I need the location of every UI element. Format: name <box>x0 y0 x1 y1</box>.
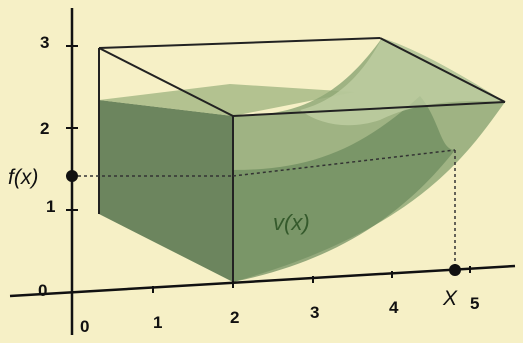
y-tick-label-2: 2 <box>40 119 49 138</box>
x-dot <box>449 264 461 276</box>
solid-top-face <box>99 84 355 116</box>
bounding-box <box>98 37 506 282</box>
y-axis-ticks <box>66 45 78 211</box>
x-tick-label-1: 1 <box>153 313 162 332</box>
fx-label: f(x) <box>8 166 38 189</box>
y-tick-label-1: 1 <box>46 197 55 216</box>
y-tick-label-0: 0 <box>38 281 47 300</box>
x-tick-label-3: 3 <box>310 303 319 322</box>
volume-label: v(x) <box>273 210 310 235</box>
solid-shadow-region <box>233 96 455 282</box>
y-tick-label-3: 3 <box>40 33 49 52</box>
x-axis-ticks <box>152 266 471 293</box>
solid-left-face <box>99 100 233 282</box>
x-tick-label-4: 4 <box>389 298 399 317</box>
fx-guide-depth <box>232 149 456 177</box>
x-tick-label-5: 5 <box>470 294 479 313</box>
x-tick-label-2: 2 <box>230 308 239 327</box>
x-axis <box>9 264 516 298</box>
x-tick-label-0: 0 <box>80 317 89 336</box>
fx-dot <box>66 170 78 182</box>
x-point-label: X <box>442 287 458 310</box>
solid-highlight-region <box>300 38 505 126</box>
